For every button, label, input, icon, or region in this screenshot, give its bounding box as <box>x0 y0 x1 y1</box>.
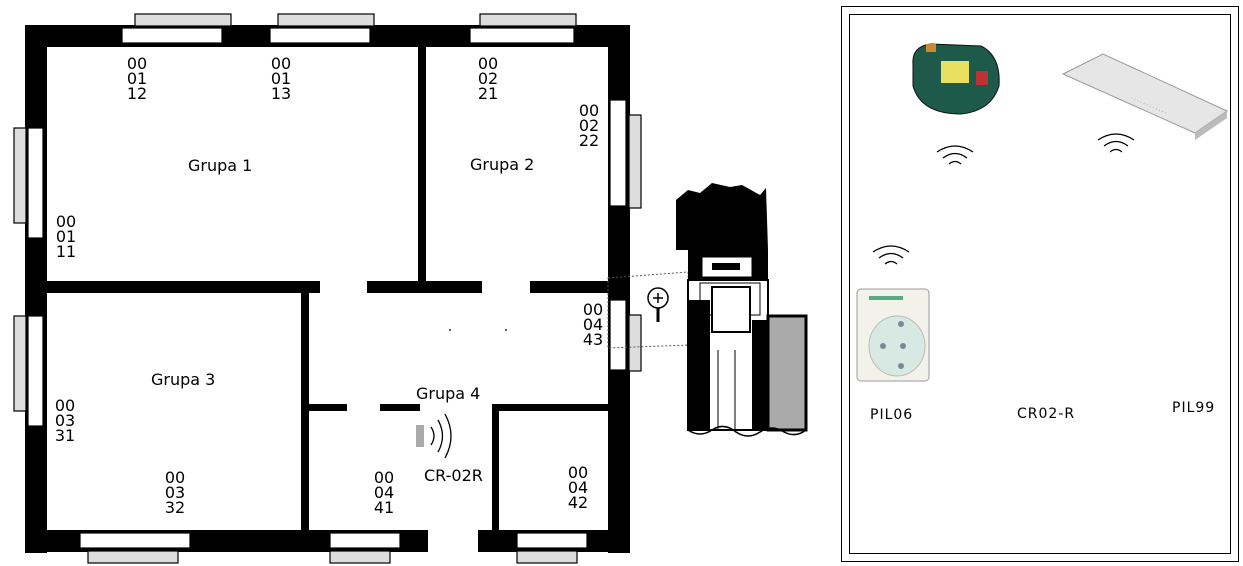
device-illustrations: . . . . . . . . . . . . <box>856 43 1229 382</box>
window-top-2 <box>277 13 375 27</box>
pil06-remote-icon <box>856 288 930 382</box>
window-bottom-1 <box>87 550 179 564</box>
receiver-module-icon <box>912 43 1000 115</box>
cr02r-label: CR02-R <box>1017 406 1076 422</box>
wave-icon <box>872 245 910 265</box>
group-2-label: Grupa 2 <box>470 155 535 174</box>
windows <box>13 13 642 564</box>
interior-walls <box>47 47 608 530</box>
window-right-1 <box>628 114 642 209</box>
pil99-label: PIL99 <box>1172 400 1216 416</box>
device-panel-inner <box>849 14 1231 554</box>
wall-detail <box>676 183 808 437</box>
pil06-label: PIL06 <box>870 407 914 423</box>
controller-device <box>416 425 424 447</box>
group-4-label: Grupa 4 <box>416 384 481 403</box>
window-top-3 <box>479 13 577 27</box>
window-left-1 <box>13 127 27 224</box>
group-3-label: Grupa 3 <box>151 370 216 389</box>
window-bottom-3 <box>516 550 578 564</box>
window-left-2 <box>13 315 27 412</box>
controller-wave-icon <box>430 413 452 459</box>
dimmer-module-icon: . . . . . . . . . . . . <box>1061 53 1229 140</box>
controller-label: CR-02R <box>424 466 483 485</box>
wave-icon <box>1097 133 1135 153</box>
window-bottom-2 <box>329 550 391 564</box>
wave-icon <box>936 145 974 165</box>
device-panel <box>841 6 1239 562</box>
window-right-2 <box>628 314 642 372</box>
floor-plan <box>13 13 808 564</box>
window-top-1 <box>134 13 232 27</box>
group-1-label: Grupa 1 <box>188 156 253 175</box>
